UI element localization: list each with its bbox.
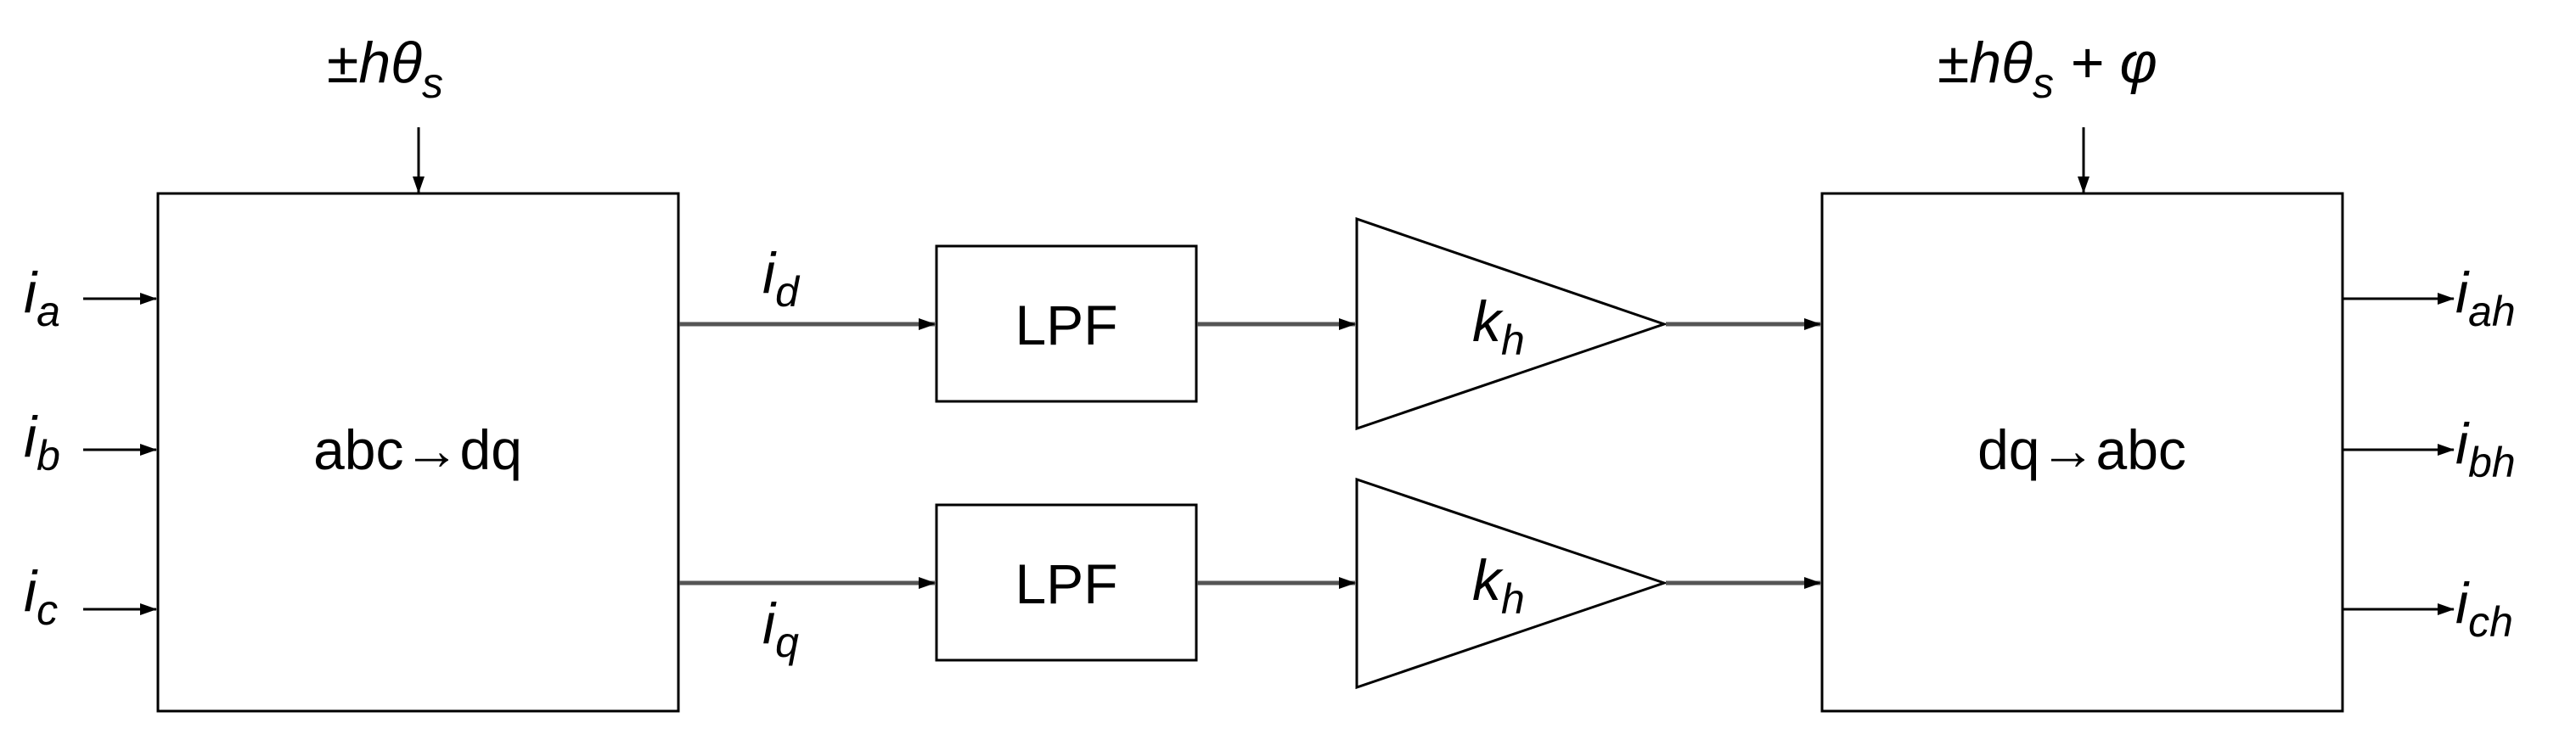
abc-dq-angle-label: ±hθs [327, 31, 443, 107]
output-label-ich: ich [2455, 571, 2513, 646]
lpf-q-label: LPF [1015, 552, 1117, 615]
abc-to-dq-label: abc→dq [313, 418, 522, 481]
gain-d-label: kh [1472, 289, 1525, 364]
signal-label-iq: iq [762, 591, 799, 666]
output-label-ibh: ibh [2455, 412, 2516, 486]
lpf-d-label: LPF [1015, 294, 1117, 356]
lpf-d-block [935, 244, 1198, 403]
gain-q-triangle [1355, 477, 1668, 690]
gain-d-triangle [1355, 216, 1668, 431]
signal-label-id: id [762, 241, 801, 316]
input-label-ib: ib [24, 405, 60, 479]
lpf-q-block [935, 503, 1198, 662]
input-label-ic: ic [24, 559, 58, 634]
dq-to-abc-label: dq→abc [1977, 418, 2186, 481]
output-label-iah: iah [2455, 261, 2516, 335]
dq-abc-angle-label: ±hθs + φ [1938, 31, 2157, 107]
abc-to-dq-block [156, 192, 680, 713]
gain-q-label: kh [1472, 548, 1525, 623]
dq-to-abc-block [1820, 192, 2344, 713]
input-label-ia: ia [24, 261, 60, 335]
